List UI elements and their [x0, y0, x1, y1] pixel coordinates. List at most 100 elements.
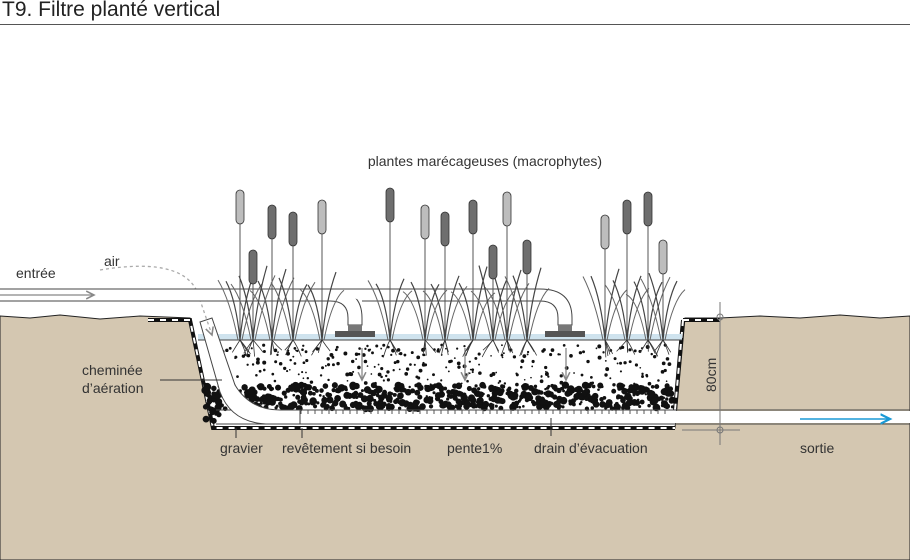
sand-grain — [382, 379, 385, 382]
leaf — [664, 289, 686, 341]
sand-grain — [283, 366, 287, 371]
cattail-plant — [367, 187, 413, 358]
leaf — [389, 278, 405, 341]
gravel-stone — [505, 391, 509, 396]
gravel-stone — [319, 388, 324, 393]
sand-grain — [262, 360, 267, 365]
sand-grain — [363, 381, 368, 385]
leaf — [238, 275, 254, 341]
leaf — [504, 276, 526, 341]
gravel-stone — [376, 393, 380, 398]
label-inlet: entrée — [16, 265, 56, 281]
sand-grain — [346, 380, 349, 382]
cattail-head — [385, 187, 395, 223]
gravel-stone — [343, 405, 349, 411]
sand-grain — [373, 365, 376, 368]
gravel-stone — [527, 384, 534, 392]
leaf — [649, 276, 671, 341]
gravel-stone — [393, 393, 397, 397]
gravel-stone — [452, 383, 458, 389]
gravel-stone — [533, 384, 538, 389]
gravel-stone — [393, 387, 397, 390]
gravel-stone — [543, 391, 547, 396]
gravel-stone — [469, 396, 477, 404]
gravel-stone — [304, 401, 309, 406]
leaf — [647, 281, 663, 341]
sand-grain — [405, 367, 410, 371]
gravel-stone — [651, 397, 659, 405]
gravel-stone — [599, 397, 604, 402]
leaf — [278, 277, 294, 341]
gravel-stone — [581, 381, 590, 390]
root — [604, 339, 609, 357]
root — [231, 339, 241, 353]
sand-grain — [404, 371, 409, 376]
sand-grain — [650, 352, 653, 356]
sand-grain — [352, 370, 355, 373]
sand-grain — [293, 362, 297, 365]
gravel-stone — [294, 384, 301, 392]
leaf — [472, 266, 488, 341]
gravel-stone — [298, 399, 305, 406]
sand-grain — [478, 371, 482, 375]
gravel-stone — [654, 384, 660, 390]
sand-grain — [366, 365, 369, 367]
sand-grain — [623, 361, 627, 365]
root — [655, 339, 664, 357]
sand-grain — [500, 353, 504, 357]
label-outlet: sortie — [800, 440, 834, 456]
cattail-plant — [230, 249, 276, 357]
gravel-stone — [536, 403, 541, 408]
gravel-stone — [371, 398, 375, 401]
gravel-stone — [428, 395, 431, 399]
root — [626, 339, 629, 353]
root — [639, 339, 649, 354]
sand-grain — [667, 362, 672, 367]
leaf — [604, 284, 626, 341]
aeration-chimney — [199, 317, 301, 425]
sand-grain — [399, 351, 403, 356]
gravel-stone — [590, 406, 595, 410]
sand-grain — [580, 373, 584, 377]
sand-grain — [621, 345, 625, 350]
gravel-stone — [494, 404, 498, 408]
sand-grain — [562, 343, 566, 347]
sand-grain — [576, 344, 580, 347]
gravel-stone — [622, 388, 629, 394]
sand-grain — [590, 375, 593, 379]
leaf — [484, 287, 506, 341]
gravel-stone — [638, 387, 646, 395]
sand-grain — [557, 353, 560, 356]
gravel-stone — [638, 405, 642, 409]
gravel-stone — [241, 384, 248, 391]
gravel-stone — [509, 393, 517, 401]
label-chimney-2: d’aération — [82, 380, 144, 396]
sand-grain — [647, 381, 652, 386]
gravel-stone — [407, 401, 413, 407]
gravel-stone — [331, 382, 338, 389]
sand-grain — [246, 363, 249, 366]
sand-grain — [604, 373, 608, 377]
gravel-stone — [631, 389, 638, 395]
gravel-stone — [265, 393, 273, 402]
gravel-stone — [378, 394, 385, 402]
sand-grain — [665, 357, 670, 361]
sand-grain — [474, 356, 478, 360]
sand-grain — [296, 349, 299, 353]
gravel-stone — [463, 402, 470, 410]
gravel-stone — [574, 397, 578, 401]
sand-grain — [540, 375, 543, 378]
sand-grain — [326, 363, 331, 367]
label-liner: revêtement si besoin — [282, 440, 411, 456]
label-chimney-1: cheminée — [82, 362, 143, 378]
gravel-stone — [616, 396, 620, 400]
cattail-head — [622, 199, 632, 235]
distributor-right — [545, 325, 585, 337]
sand-grain — [377, 372, 382, 377]
leaf — [648, 273, 664, 341]
sand-grain — [324, 364, 327, 367]
gravel-stone — [617, 386, 622, 391]
gravel-stone — [451, 389, 460, 397]
sand-grain — [390, 353, 393, 356]
leaf — [640, 278, 662, 341]
